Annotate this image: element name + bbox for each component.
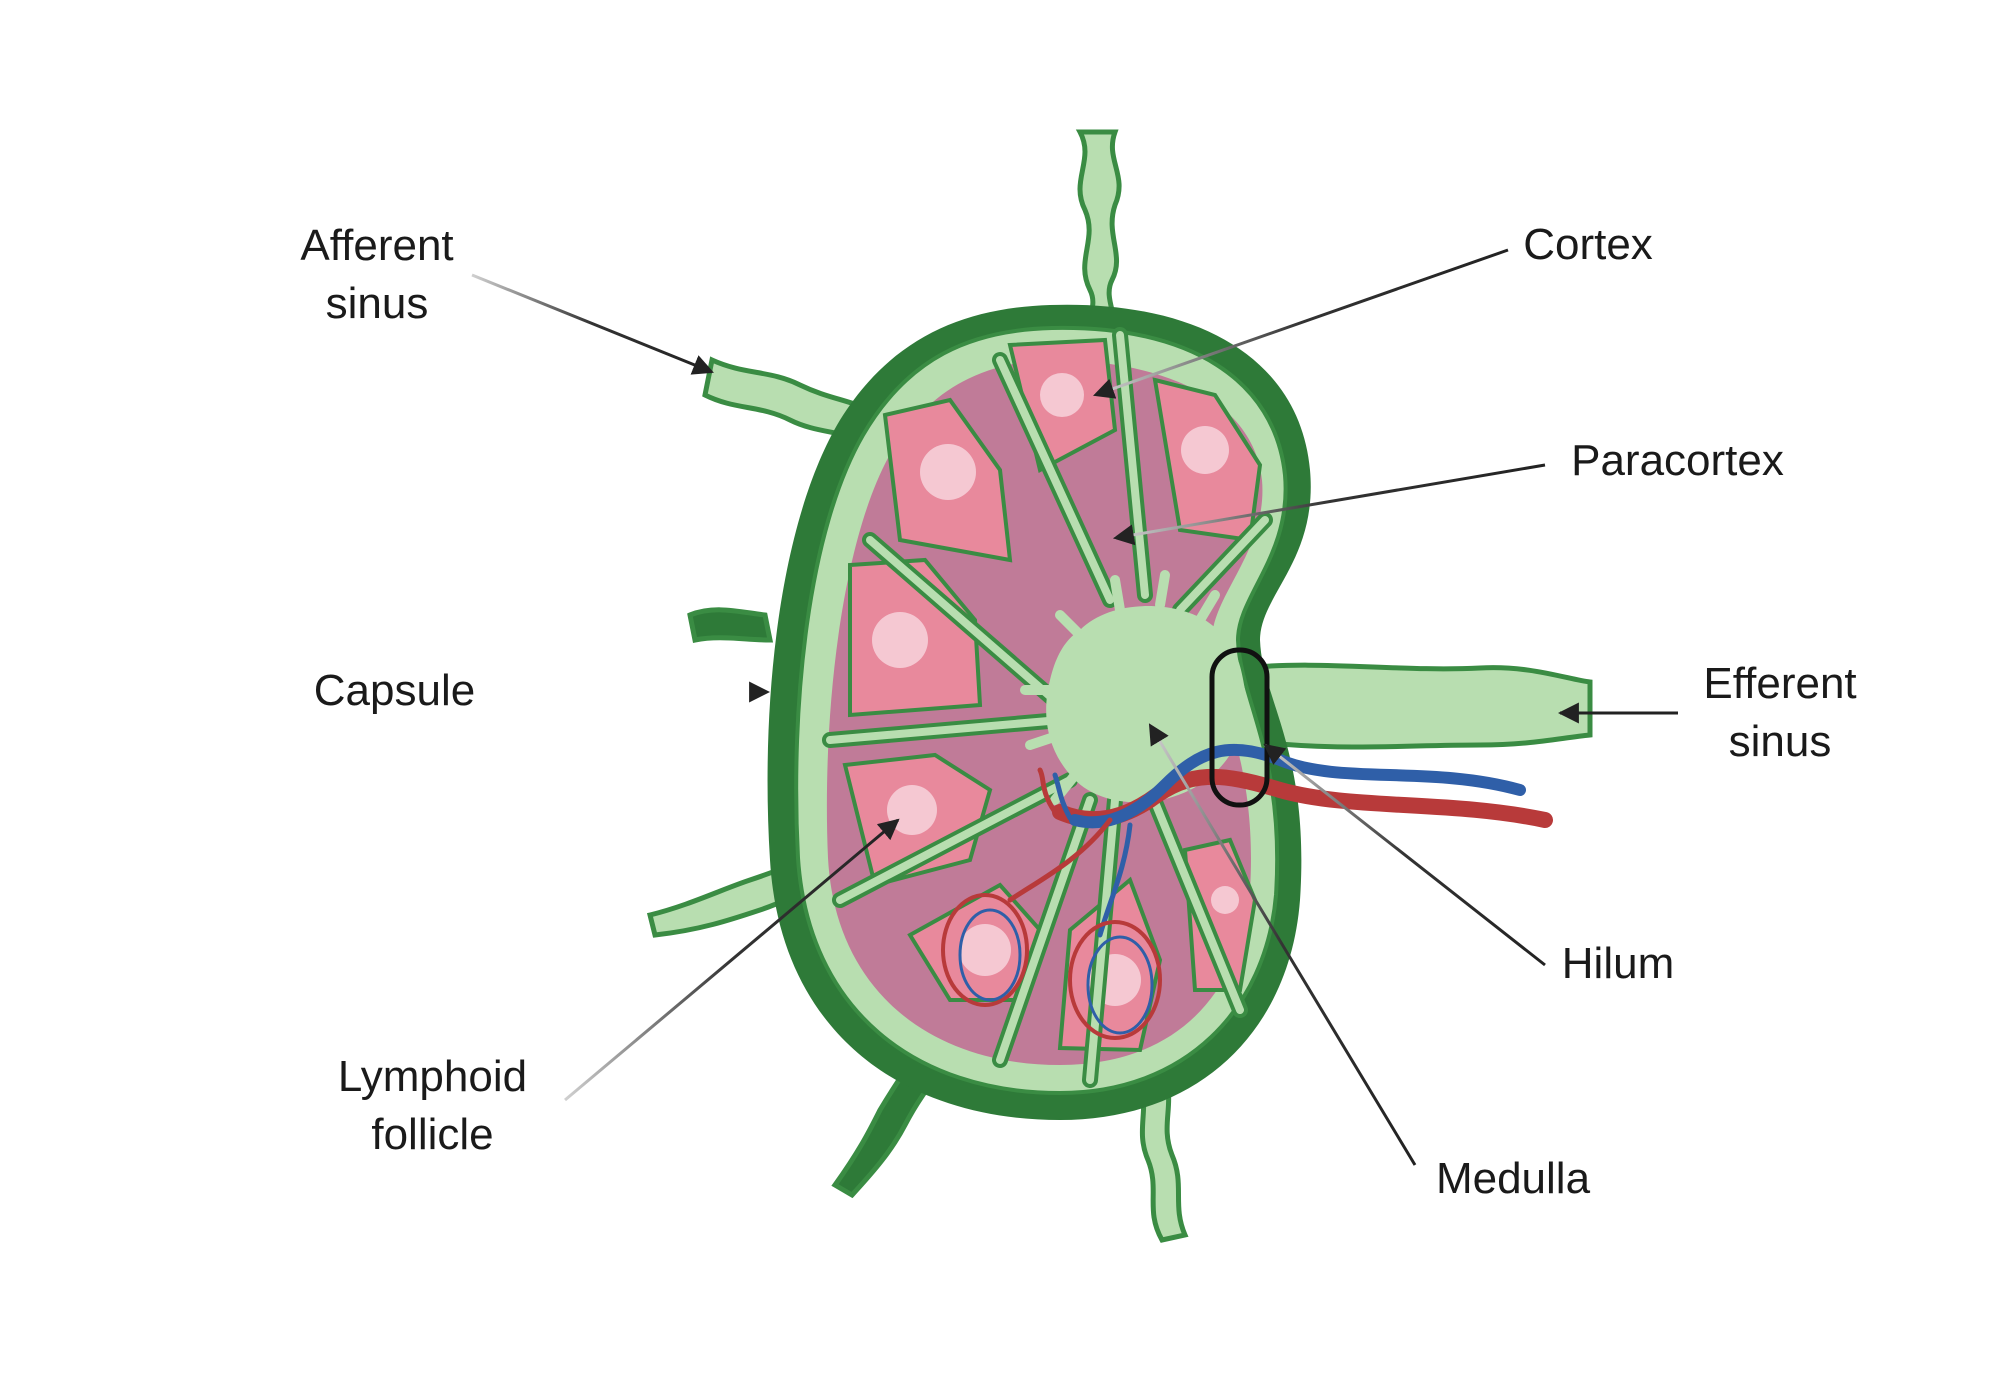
- germinal-center-6: [959, 924, 1011, 976]
- follicle-8: [1182, 837, 1258, 992]
- afferent-vessel-left-stub: [687, 607, 774, 643]
- germinal-center-4: [872, 612, 928, 668]
- germinal-center-3: [1181, 426, 1229, 474]
- label-capsule: Capsule: [313, 666, 476, 715]
- germinal-center-1: [920, 444, 976, 500]
- pointer-hilum: [1263, 743, 1546, 967]
- pointer-cortex: [1093, 248, 1509, 399]
- germinal-center-2: [1040, 373, 1084, 417]
- label-efferent-sinus: Efferent sinus: [1703, 659, 1857, 766]
- label-paracortex: Paracortex: [1571, 436, 1784, 485]
- efferent-vessel: [1242, 662, 1593, 750]
- pointer-afferent: [471, 273, 714, 375]
- germinal-center-5: [887, 785, 937, 835]
- pointer-lines: [471, 248, 1678, 1166]
- pointer-medulla: [1148, 723, 1417, 1166]
- afferent-vessel-bottom: [1136, 1075, 1189, 1243]
- germinal-center-8: [1211, 886, 1239, 914]
- label-hilum: Hilum: [1561, 939, 1675, 988]
- label-cortex: Cortex: [1523, 220, 1653, 269]
- label-afferent-sinus: Afferent sinus: [300, 221, 454, 328]
- label-lymphoid-follicle: Lymphoid follicle: [337, 1052, 528, 1159]
- pointer-paracortex: [1112, 463, 1546, 546]
- pointer-lymphoid-follicle: [564, 818, 900, 1102]
- label-medulla: Medulla: [1435, 1154, 1591, 1203]
- lymphoid-follicles: [842, 337, 1263, 1053]
- medulla: [1046, 606, 1246, 803]
- blood-vessels: [941, 743, 1553, 1040]
- vein: [1069, 743, 1526, 829]
- hilum-highlight: [1209, 647, 1270, 808]
